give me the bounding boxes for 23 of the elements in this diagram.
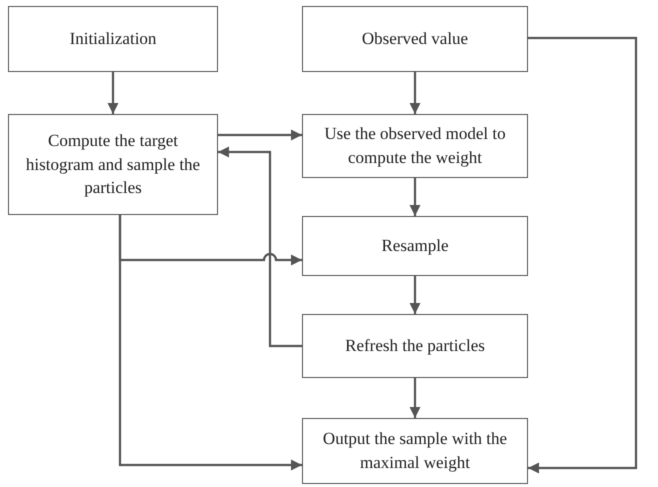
box-label: Output the sample with the maximal weight [322,428,508,474]
box-label: Initialization [70,28,156,50]
box-label: Observed value [362,28,468,50]
arrow [218,130,302,140]
arrow [410,72,420,114]
process-box [302,314,528,378]
arrow [108,72,118,114]
process-box [302,418,528,484]
arrow [410,378,420,418]
arrow [218,146,302,348]
process-box [302,6,528,72]
box-label: Refresh the particles [345,335,485,358]
arrow [410,178,420,216]
arrow [528,36,638,474]
process-box [302,216,528,276]
process-box [302,114,528,178]
box-label: Compute the target histogram and sample the particles [24,130,202,200]
process-box [8,6,218,72]
box-label: Use the observed model to compute the weight [323,123,507,169]
process-box [8,114,218,215]
arrow [410,276,420,314]
box-label: Resample [381,235,449,258]
arrow [118,215,302,470]
